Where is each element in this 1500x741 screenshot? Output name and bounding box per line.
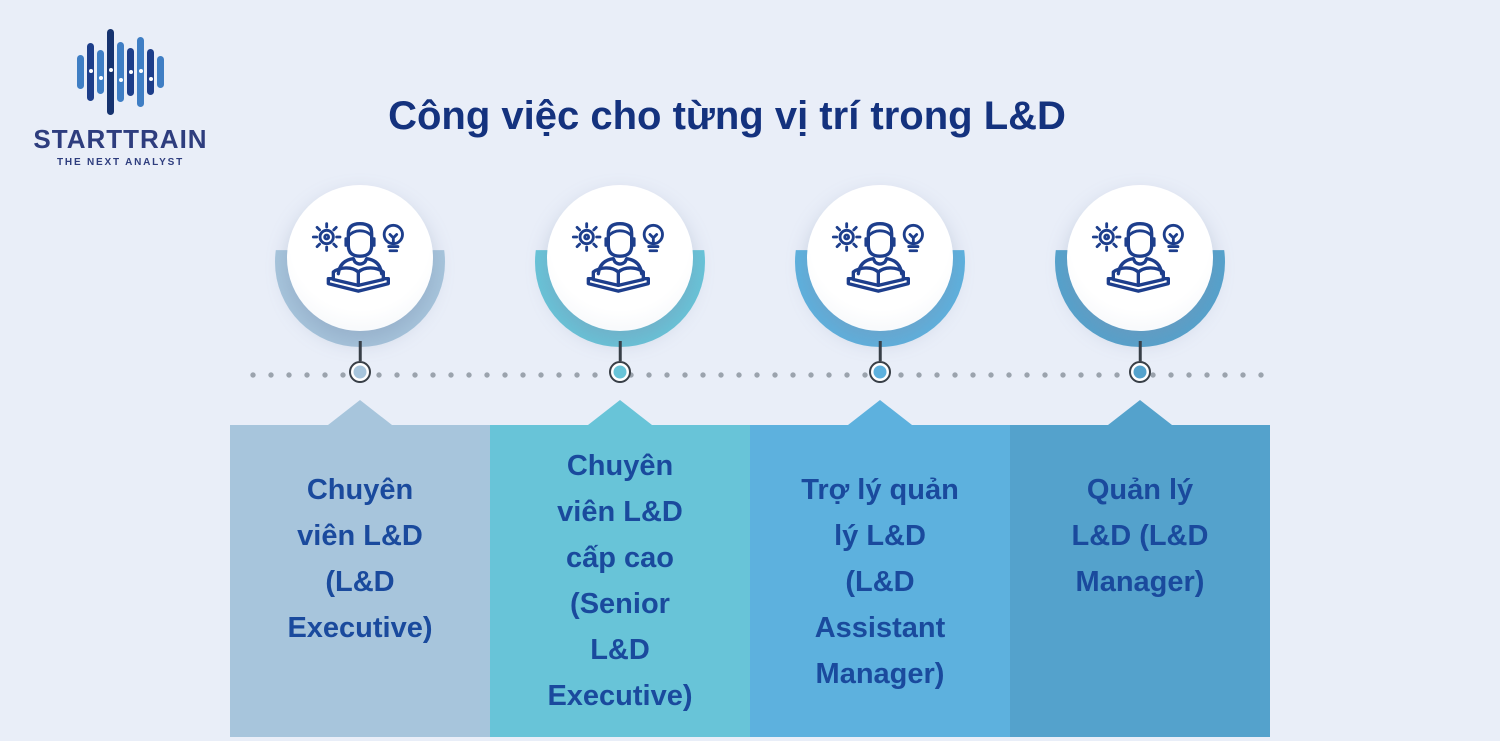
position-label: Chuyên viên L&D cấp cao (Senior L&D Exec… [547, 450, 693, 712]
column-arrow [328, 400, 392, 425]
person-icon [856, 222, 904, 276]
logo-bar [157, 56, 164, 88]
position-group: Chuyên viên L&D (L&D Executive) [230, 0, 490, 741]
connector-tick [1138, 341, 1142, 361]
logo-bar [97, 50, 104, 94]
icon-circle [287, 185, 433, 331]
lightbulb-icon [1162, 223, 1184, 253]
gear-icon [571, 222, 602, 252]
timeline-node [349, 361, 371, 383]
person-icon [596, 222, 644, 276]
logo-bar [137, 37, 144, 107]
timeline-node [609, 361, 631, 383]
position-column: Chuyên viên L&D cấp cao (Senior L&D Exec… [490, 425, 750, 737]
learning-person-icon [1091, 222, 1184, 293]
open-book-icon [1106, 266, 1170, 293]
learning-person-icon [571, 222, 664, 293]
gear-icon [831, 222, 862, 252]
logo-bar [117, 42, 124, 102]
position-icon-badge [1055, 177, 1225, 347]
gear-icon [1091, 222, 1122, 252]
position-column: Quản lý L&D (L&D Manager) [1010, 425, 1270, 737]
position-icon-badge [795, 177, 965, 347]
position-icon-badge [535, 177, 705, 347]
position-label: Trợ lý quản lý L&D (L&D Assistant Manage… [801, 474, 959, 690]
icon-circle [547, 185, 693, 331]
person-icon [1116, 222, 1164, 276]
connector-tick [618, 341, 622, 361]
lightbulb-icon [382, 223, 404, 253]
page-title: Công việc cho từng vị trí trong L&D [388, 94, 1066, 138]
logo-bar [147, 49, 154, 95]
timeline-node [869, 361, 891, 383]
brand-logo: STARTTRAIN THE NEXT ANALYST [28, 26, 213, 168]
icon-circle [807, 185, 953, 331]
gear-icon [311, 222, 342, 252]
open-book-icon [586, 266, 650, 293]
brand-name: STARTTRAIN [33, 124, 208, 154]
logo-bar [107, 29, 114, 115]
lightbulb-icon [642, 223, 664, 253]
position-column: Trợ lý quản lý L&D (L&D Assistant Manage… [750, 425, 1010, 737]
icon-circle [1067, 185, 1213, 331]
position-group: Chuyên viên L&D cấp cao (Senior L&D Exec… [490, 0, 750, 741]
equalizer-logo-icon [28, 26, 213, 118]
logo-bar [87, 43, 94, 101]
column-arrow [1108, 400, 1172, 425]
position-group: Quản lý L&D (L&D Manager) [1010, 0, 1270, 741]
connector-tick [878, 341, 882, 361]
lightbulb-icon [902, 223, 924, 253]
learning-person-icon [831, 222, 924, 293]
logo-bar [77, 55, 84, 89]
timeline-node [1129, 361, 1151, 383]
position-label: Quản lý L&D (L&D Manager) [1071, 474, 1209, 598]
timeline-dotted-line [244, 372, 1268, 378]
person-icon [336, 222, 384, 276]
connector-tick [358, 341, 362, 361]
column-arrow [588, 400, 652, 425]
learning-person-icon [311, 222, 404, 293]
position-group: Trợ lý quản lý L&D (L&D Assistant Manage… [750, 0, 1010, 741]
position-label: Chuyên viên L&D (L&D Executive) [287, 474, 433, 644]
logo-bar [127, 48, 134, 96]
brand-tagline: THE NEXT ANALYST [57, 157, 184, 168]
position-column: Chuyên viên L&D (L&D Executive) [230, 425, 490, 737]
open-book-icon [326, 266, 391, 293]
open-book-icon [846, 266, 910, 293]
position-icon-badge [275, 177, 445, 347]
column-arrow [848, 400, 912, 425]
